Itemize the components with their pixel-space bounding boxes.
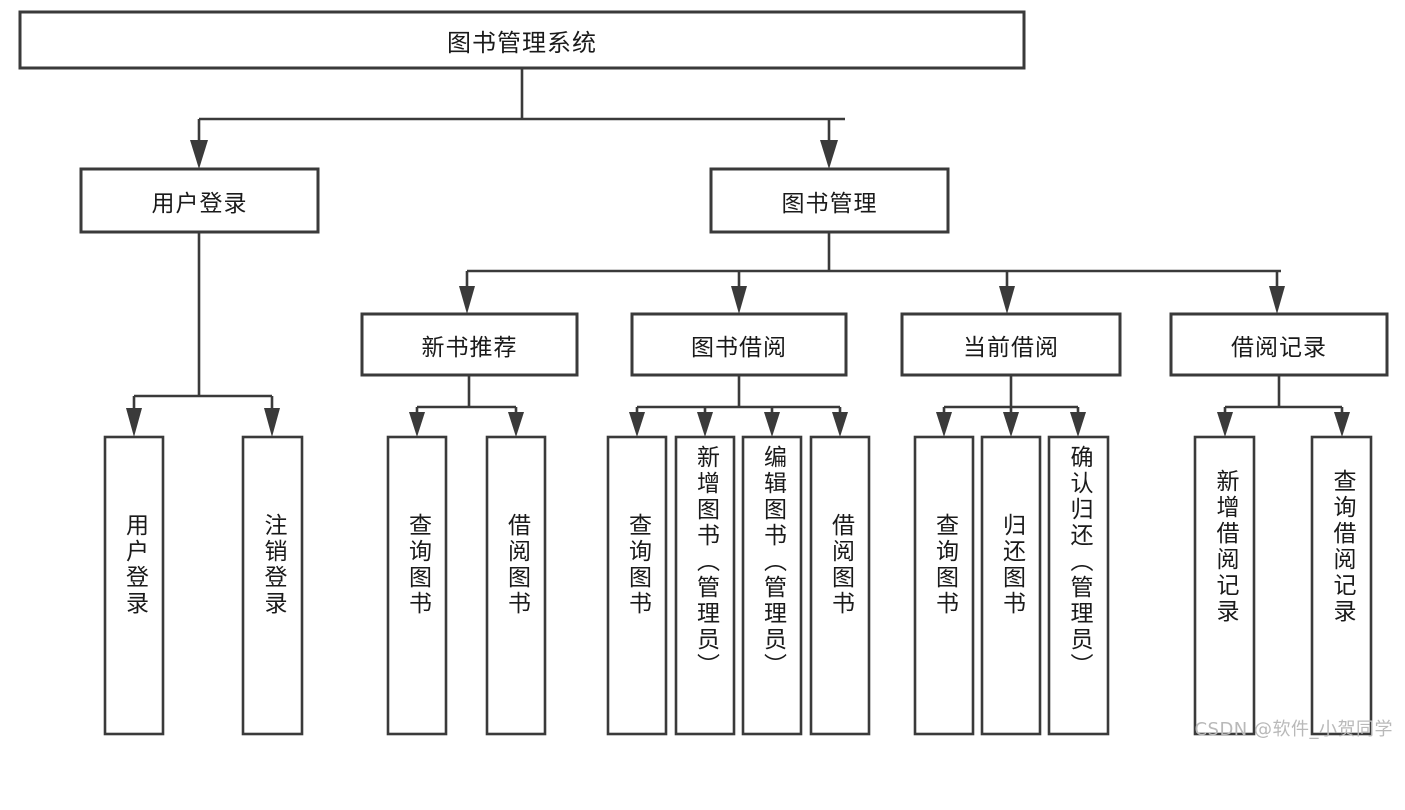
arrowhead-to-leaf-borrow-book-1 <box>508 412 524 437</box>
arrowhead-root-to-user-login <box>190 140 208 169</box>
node-book-manage-box[interactable] <box>709 167 950 234</box>
node-leaf-add-record-box[interactable] <box>1193 435 1256 736</box>
node-leaf-add-book-box[interactable] <box>674 435 736 736</box>
node-leaf-query-book-2-box[interactable] <box>606 435 668 736</box>
node-book-borrow-box[interactable] <box>630 312 848 377</box>
arrowhead-to-leaf-query-book-1 <box>409 412 425 437</box>
arrowhead-to-current-borrow <box>999 286 1015 314</box>
arrowhead-to-new-book-rec <box>459 286 475 314</box>
node-leaf-user-logout-box[interactable] <box>241 435 304 736</box>
arrowhead-to-leaf-query-book-2 <box>629 412 645 437</box>
arrowhead-to-leaf-query-book-3 <box>936 412 952 437</box>
arrowhead-to-leaf-query-record <box>1334 412 1350 437</box>
node-user-login-box[interactable] <box>79 167 320 234</box>
node-leaf-borrow-book-2-box[interactable] <box>809 435 871 736</box>
node-leaf-query-book-3-box[interactable] <box>913 435 975 736</box>
node-root-box[interactable] <box>18 10 1026 70</box>
node-current-borrow-box[interactable] <box>900 312 1122 377</box>
arrowhead-to-leaf-user-logout <box>264 408 280 437</box>
hierarchy-diagram-svg <box>18 10 1389 736</box>
node-leaf-return-book-box[interactable] <box>980 435 1042 736</box>
node-leaf-edit-book-box[interactable] <box>741 435 803 736</box>
node-leaf-user-login-box[interactable] <box>103 435 165 736</box>
node-leaf-confirm-return-box[interactable] <box>1047 435 1110 736</box>
arrowhead-to-leaf-add-book <box>697 412 713 437</box>
node-leaf-query-book-1-box[interactable] <box>386 435 448 736</box>
node-leaf-query-record-box[interactable] <box>1310 435 1373 736</box>
node-leaf-borrow-book-1-box[interactable] <box>485 435 547 736</box>
arrowhead-to-leaf-confirm-return <box>1070 412 1086 437</box>
arrowhead-to-leaf-borrow-book-2 <box>832 412 848 437</box>
node-new-book-rec-box[interactable] <box>360 312 579 377</box>
diagram-canvas: 图书管理系统 用户登录 图书管理 新书推荐 图书借阅 当前借阅 借阅记录 用户登… <box>18 10 1393 740</box>
arrowhead-to-leaf-return-book <box>1003 412 1019 437</box>
arrowhead-to-leaf-user-login <box>126 408 142 437</box>
arrowhead-to-book-borrow <box>731 286 747 314</box>
arrowhead-to-leaf-edit-book <box>764 412 780 437</box>
node-borrow-record-box[interactable] <box>1169 312 1389 377</box>
arrowhead-to-leaf-add-record <box>1217 412 1233 437</box>
arrowhead-root-to-book-manage <box>820 140 838 169</box>
arrowhead-to-borrow-record <box>1269 286 1285 314</box>
